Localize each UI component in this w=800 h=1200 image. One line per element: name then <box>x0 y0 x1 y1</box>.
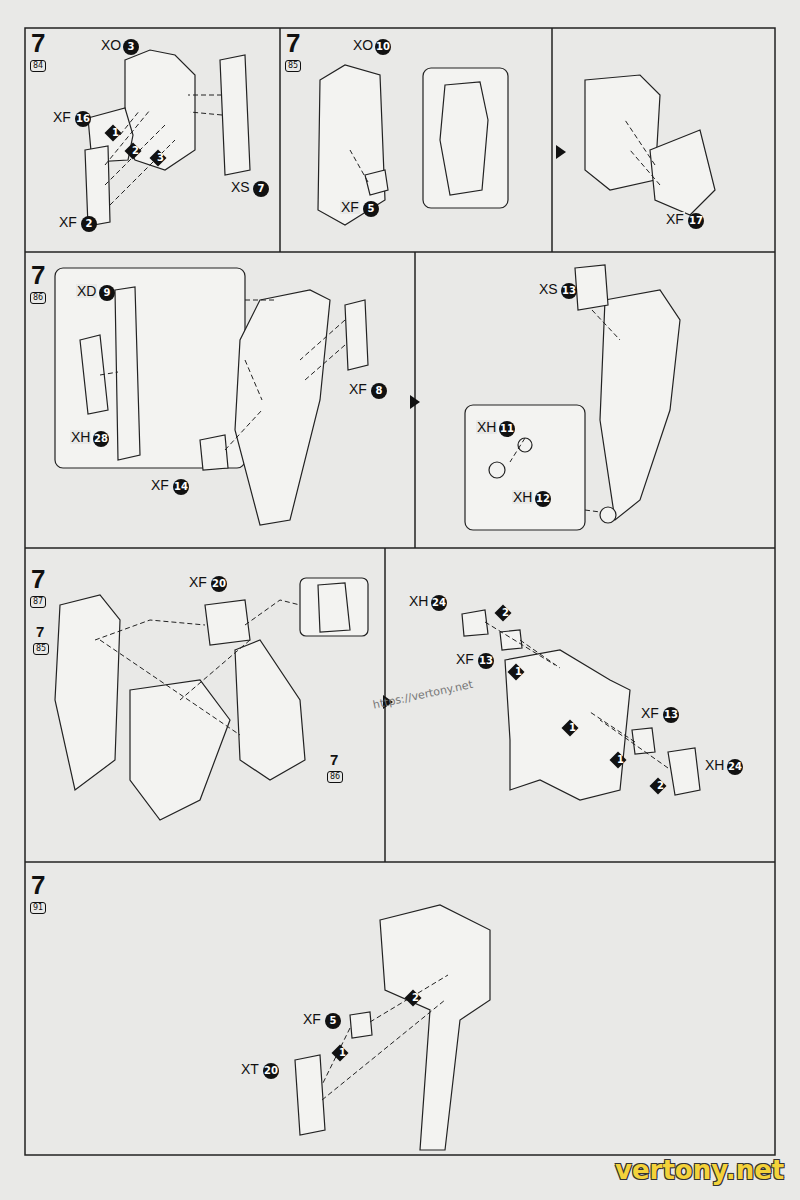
part-code: XT <box>240 1062 260 1076</box>
part-number: 24 <box>431 595 447 611</box>
order-callout: 1 <box>562 720 583 736</box>
part-number: 28 <box>93 431 109 447</box>
watermark: https://vertony.net <box>372 679 474 711</box>
step-number: 7 <box>31 262 45 288</box>
substep-tag: 84 <box>30 60 46 72</box>
part-code: XF <box>640 706 660 720</box>
part-code: XD <box>76 284 97 298</box>
step-number: 7 <box>31 872 45 898</box>
part-number: 13 <box>561 283 577 299</box>
part-code: XF <box>58 215 78 229</box>
order-callout: 1 <box>508 664 529 680</box>
ref-step-number: 7 <box>36 624 44 639</box>
step-number: 7 <box>31 30 45 56</box>
part-code: XF <box>188 575 208 589</box>
part-number: 24 <box>727 759 743 775</box>
order-callout: 3 <box>150 150 171 166</box>
part-code: XF <box>52 110 72 124</box>
part-number: 20 <box>211 576 227 592</box>
substep-tag: 86 <box>30 292 46 304</box>
part-number: 13 <box>663 707 679 723</box>
part-number: 12 <box>535 491 551 507</box>
substep-tag: 91 <box>30 902 46 914</box>
part-number: 20 <box>263 1063 279 1079</box>
order-callout: 1 <box>610 752 631 768</box>
order-callout: 2 <box>125 143 146 159</box>
substep-tag: 85 <box>33 643 49 655</box>
part-number: 10 <box>375 39 391 55</box>
order-callout: 1 <box>105 125 126 141</box>
step-number: 7 <box>286 30 300 56</box>
part-code: XF <box>665 212 685 226</box>
part-code: XH <box>512 490 533 504</box>
part-number: 3 <box>123 39 139 55</box>
part-number: 5 <box>325 1013 341 1029</box>
order-callout: 2 <box>495 605 516 621</box>
part-code: XH <box>408 594 429 608</box>
part-code: XO <box>352 38 374 52</box>
part-number: 13 <box>478 653 494 669</box>
order-callout: 2 <box>405 990 426 1006</box>
part-code: XH <box>476 420 497 434</box>
substep-tag: 85 <box>285 60 301 72</box>
part-code: XS <box>538 282 559 296</box>
part-code: XS <box>230 180 251 194</box>
substep-tag: 86 <box>327 771 343 783</box>
part-number: 7 <box>253 181 269 197</box>
part-code: XH <box>704 758 725 772</box>
part-number: 8 <box>371 383 387 399</box>
watermark: vertony.net <box>615 1157 784 1183</box>
part-number: 5 <box>363 201 379 217</box>
part-number: 9 <box>99 285 115 301</box>
ref-step-number: 7 <box>330 752 338 767</box>
part-code: XF <box>348 382 368 396</box>
substep-tag: 87 <box>30 596 46 608</box>
step-number: 7 <box>31 566 45 592</box>
part-code: XF <box>340 200 360 214</box>
part-number: 17 <box>688 213 704 229</box>
part-code: XF <box>302 1012 322 1026</box>
part-number: 16 <box>75 111 91 127</box>
part-code: XF <box>455 652 475 666</box>
part-code: XF <box>150 478 170 492</box>
part-code: XO <box>100 38 122 52</box>
part-code: XH <box>70 430 91 444</box>
part-number: 14 <box>173 479 189 495</box>
order-callout: 2 <box>650 778 671 794</box>
part-number: 2 <box>81 216 97 232</box>
order-callout: 1 <box>332 1045 353 1061</box>
part-number: 11 <box>499 421 515 437</box>
